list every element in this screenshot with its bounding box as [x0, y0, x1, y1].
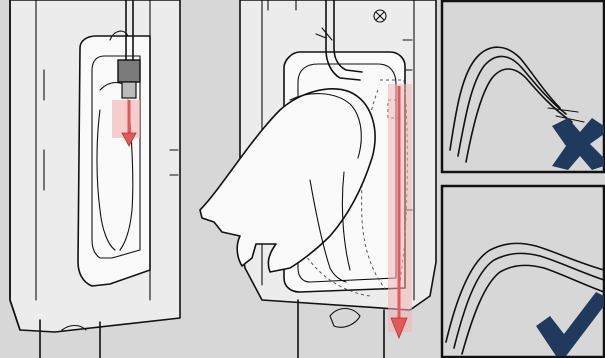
- center-device-unit: [200, 0, 436, 358]
- correct-routing-panel: [442, 186, 604, 357]
- incorrect-routing-panel: [442, 1, 604, 172]
- left-device-unit: [10, 0, 180, 358]
